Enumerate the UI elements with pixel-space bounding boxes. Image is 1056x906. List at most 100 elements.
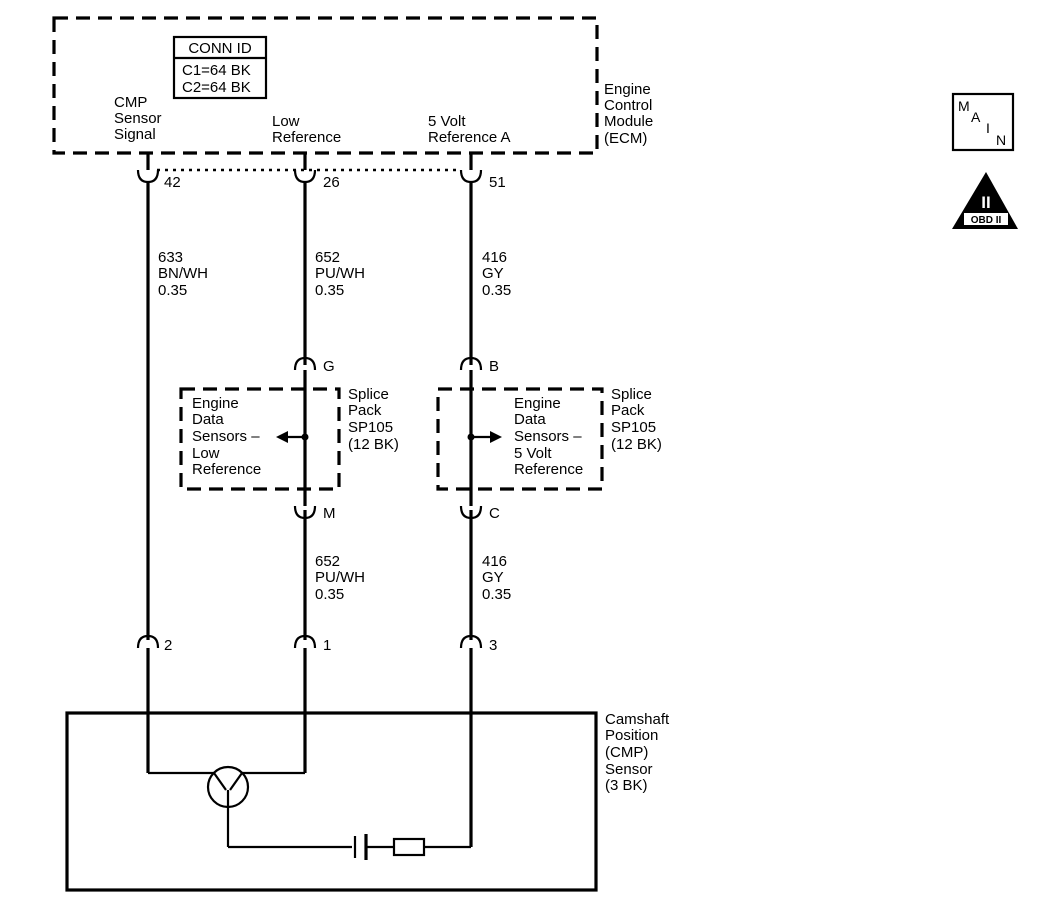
- five-volt-reference-pin-label: 5 Volt Reference A: [428, 113, 511, 146]
- arrow-right-icon: [490, 431, 502, 443]
- svg-text:0.35: 0.35: [315, 282, 344, 299]
- ecm-dashed-border: [52, 16, 599, 155]
- svg-text:Camshaft: Camshaft: [605, 711, 670, 728]
- splice-low-pack-label: Splice Pack SP105 (12 BK): [348, 386, 399, 453]
- terminal-1: 1: [293, 634, 331, 665]
- svg-text:416: 416: [482, 249, 507, 266]
- cmp-sensor-name: Camshaft Position (CMP) Sensor (3 BK): [605, 711, 670, 794]
- svg-text:Sensors –: Sensors –: [514, 428, 582, 445]
- svg-text:CMP: CMP: [114, 94, 147, 111]
- main-badge-icon: M A I N: [951, 92, 1015, 152]
- svg-text:0.35: 0.35: [315, 586, 344, 603]
- svg-text:416: 416: [482, 553, 507, 570]
- conn-id-c2: C2=64 BK: [182, 79, 251, 96]
- splice-terminal-g: G: [293, 356, 335, 389]
- svg-text:GY: GY: [482, 265, 504, 282]
- svg-text:0.35: 0.35: [158, 282, 187, 299]
- svg-text:M: M: [958, 98, 970, 114]
- splice-terminal-m: M: [293, 489, 336, 522]
- terminal-51: 51: [459, 153, 506, 191]
- terminal-26: 26: [293, 153, 340, 191]
- conn-id-c1: C1=64 BK: [182, 62, 251, 79]
- splice-terminal-b: B: [459, 356, 499, 389]
- svg-text:Reference: Reference: [272, 129, 341, 146]
- svg-text:5 Volt: 5 Volt: [428, 113, 466, 130]
- svg-text:PU/WH: PU/WH: [315, 265, 365, 282]
- svg-text:II: II: [981, 193, 990, 212]
- svg-text:(12 BK): (12 BK): [611, 436, 662, 453]
- pin-1-label: 1: [323, 637, 331, 654]
- splice-5v-description: Engine Data Sensors – 5 Volt Reference: [514, 395, 583, 478]
- pin-26-label: 26: [323, 174, 340, 191]
- obd-ii-badge-icon: II OBD II: [952, 172, 1018, 229]
- svg-text:633: 633: [158, 249, 183, 266]
- wire-label-652-upper: 652 PU/WH 0.35: [315, 249, 365, 299]
- svg-text:Control: Control: [604, 97, 652, 114]
- svg-text:GY: GY: [482, 569, 504, 586]
- svg-text:0.35: 0.35: [482, 586, 511, 603]
- pin-3-label: 3: [489, 637, 497, 654]
- svg-text:Data: Data: [514, 411, 546, 428]
- svg-text:Splice: Splice: [348, 386, 389, 403]
- svg-text:Engine: Engine: [604, 81, 651, 98]
- svg-text:Splice: Splice: [611, 386, 652, 403]
- capacitor-icon: [353, 834, 368, 860]
- svg-text:Pack: Pack: [611, 402, 645, 419]
- svg-text:Low: Low: [192, 445, 220, 462]
- svg-text:Data: Data: [192, 411, 224, 428]
- cmp-sensor: Camshaft Position (CMP) Sensor (3 BK): [65, 665, 670, 892]
- svg-text:N: N: [996, 132, 1006, 148]
- svg-text:Reference: Reference: [192, 461, 261, 478]
- cmp-sensor-border: [65, 711, 598, 892]
- svg-text:Sensor: Sensor: [114, 110, 162, 127]
- svg-text:SP105: SP105: [348, 419, 393, 436]
- ecm-connector: 42 26 51: [136, 153, 506, 191]
- svg-text:Reference: Reference: [514, 461, 583, 478]
- wire-label-416-lower: 416 GY 0.35: [482, 553, 511, 603]
- svg-text:Reference A: Reference A: [428, 129, 511, 146]
- arrow-left-icon: [276, 431, 288, 443]
- svg-text:Engine: Engine: [192, 395, 239, 412]
- pin-51-label: 51: [489, 174, 506, 191]
- wire-label-652-lower: 652 PU/WH 0.35: [315, 553, 365, 603]
- svg-text:SP105: SP105: [611, 419, 656, 436]
- svg-text:Module: Module: [604, 113, 653, 130]
- svg-text:0.35: 0.35: [482, 282, 511, 299]
- svg-text:Signal: Signal: [114, 126, 156, 143]
- transistor-icon: [148, 765, 305, 847]
- ecm-name: Engine Control Module (ECM): [604, 81, 653, 147]
- svg-text:Sensor: Sensor: [605, 761, 653, 778]
- svg-text:Pack: Pack: [348, 402, 382, 419]
- splice-terminal-c: C: [459, 489, 500, 522]
- svg-text:BN/WH: BN/WH: [158, 265, 208, 282]
- pin-m-label: M: [323, 505, 336, 522]
- svg-text:(ECM): (ECM): [604, 130, 647, 147]
- low-reference-pin-label: Low Reference: [272, 113, 341, 146]
- svg-text:Sensors –: Sensors –: [192, 428, 260, 445]
- svg-text:PU/WH: PU/WH: [315, 569, 365, 586]
- svg-text:OBD II: OBD II: [971, 215, 1002, 226]
- sensor-connector: 2 1 3: [136, 634, 497, 665]
- terminal-3: 3: [459, 634, 497, 665]
- svg-text:(12 BK): (12 BK): [348, 436, 399, 453]
- svg-text:(CMP): (CMP): [605, 744, 648, 761]
- svg-text:652: 652: [315, 553, 340, 570]
- pin-c-label: C: [489, 505, 500, 522]
- svg-text:Position: Position: [605, 727, 658, 744]
- svg-text:Low: Low: [272, 113, 300, 130]
- splice-low-description: Engine Data Sensors – Low Reference: [192, 395, 261, 478]
- svg-text:5 Volt: 5 Volt: [514, 445, 552, 462]
- wire-label-633: 633 BN/WH 0.35: [158, 249, 208, 299]
- wire-label-416-upper: 416 GY 0.35: [482, 249, 511, 299]
- pin-42-label: 42: [164, 174, 181, 191]
- conn-id-box: CONN ID C1=64 BK C2=64 BK: [172, 35, 268, 100]
- conn-id-title: CONN ID: [188, 40, 252, 57]
- terminal-42: 42: [136, 153, 181, 191]
- svg-text:I: I: [986, 120, 990, 136]
- pin-b-label: B: [489, 358, 499, 375]
- svg-text:A: A: [971, 109, 981, 125]
- svg-text:652: 652: [315, 249, 340, 266]
- svg-text:Engine: Engine: [514, 395, 561, 412]
- splice-pack-low-reference: G Engine Data Sensors – Low Reference Sp…: [179, 356, 399, 522]
